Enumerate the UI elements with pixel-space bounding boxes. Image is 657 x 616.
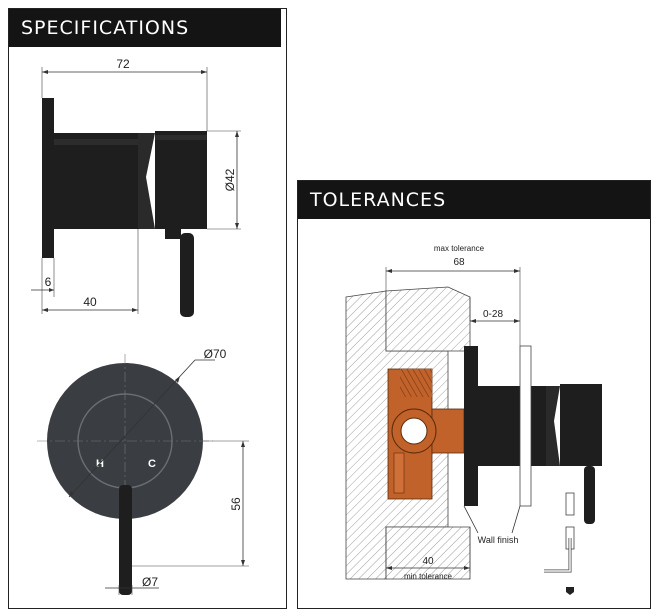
- wall-plate-side: [42, 98, 54, 258]
- wall-finish-label: Wall finish: [478, 535, 519, 545]
- lever-handle-front: [119, 485, 132, 595]
- tolerance-drawing: max tolerance 68 0-28 Wall finish 40 min…: [345, 244, 602, 595]
- body-cylinder: [54, 133, 138, 229]
- top-thread: [400, 369, 432, 397]
- hex-key-icon: [544, 492, 575, 595]
- tolerances-title: TOLERANCES: [298, 181, 650, 219]
- dim-body-depth: 40: [83, 295, 97, 309]
- cold-label: C: [148, 458, 156, 470]
- dim-handle-offset: 56: [229, 497, 243, 511]
- body-cylinder: [478, 386, 546, 466]
- tolerances-panel: TOLERANCES: [297, 180, 651, 609]
- specifications-title: SPECIFICATIONS: [9, 9, 281, 47]
- adjust-range: 0-28: [483, 309, 503, 320]
- dim-plate-diameter: Ø70: [204, 347, 227, 361]
- max-tolerance-value: 68: [453, 257, 465, 268]
- dim-plate-thickness: 6: [45, 275, 52, 289]
- collar: [138, 133, 155, 229]
- lever-handle: [584, 466, 595, 524]
- side-view-drawing: 72 Ø42 6 40 H: [31, 57, 249, 595]
- wall-plate: [464, 346, 478, 506]
- mixer-side-view: [42, 98, 207, 317]
- max-tolerance-label: max tolerance: [434, 244, 485, 253]
- min-tolerance-value: 40: [422, 556, 434, 567]
- handle-housing: [560, 384, 602, 466]
- lever-handle-side: [180, 233, 194, 317]
- dim-handle-diameter: Ø7: [142, 575, 158, 589]
- mixer-assembly: [464, 346, 602, 524]
- hot-label: H: [96, 458, 104, 470]
- wall-finish-plate: [519, 345, 532, 507]
- brass-body: [387, 368, 465, 500]
- mixer-front-view: [37, 354, 213, 595]
- handle-housing: [155, 131, 207, 229]
- specifications-panel: SPECIFICATIONS 72: [8, 8, 287, 609]
- dim-overall-length: 72: [116, 57, 130, 71]
- min-tolerance-label: min tolerance: [404, 572, 453, 581]
- dim-body-diameter: Ø42: [223, 168, 237, 191]
